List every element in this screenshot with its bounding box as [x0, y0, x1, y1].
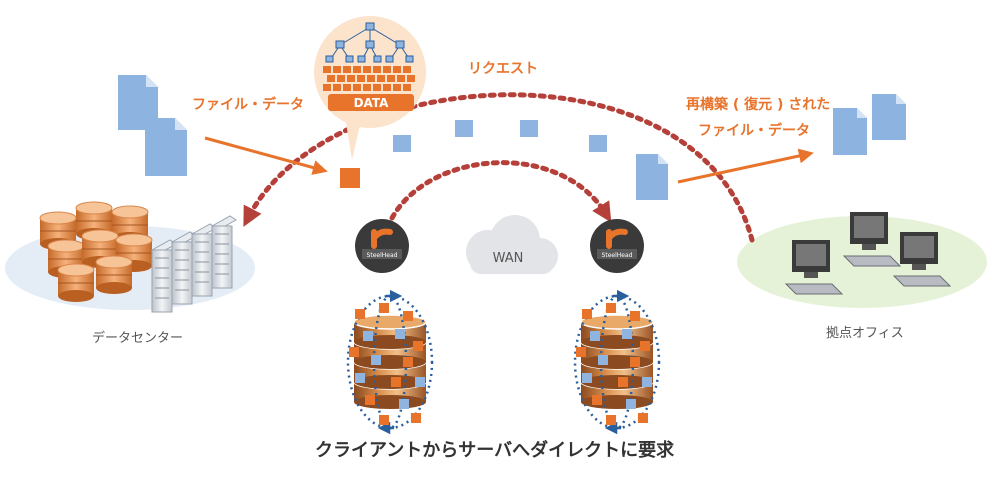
data-chunk — [371, 355, 381, 365]
branch-label: 拠点オフィス — [826, 326, 904, 341]
data-chunk — [399, 399, 409, 409]
document-icon — [145, 118, 187, 176]
data-chunk — [630, 311, 640, 321]
steelhead-left-label: SteelHead — [367, 252, 398, 259]
data-chunk — [411, 413, 421, 423]
grid-cell — [343, 84, 351, 91]
file-data-left-label: ファイル・データ — [192, 97, 304, 113]
data-chunk — [365, 395, 375, 405]
database-group — [39, 201, 153, 302]
data-store-icon — [573, 289, 661, 435]
data-chunk — [640, 341, 650, 351]
rebuilt-line1-label: 再構築 ( 復元 ) された — [686, 97, 831, 113]
data-chunk — [598, 355, 608, 365]
grid-cell — [383, 66, 391, 73]
document-icon — [118, 75, 158, 130]
grid-cell — [353, 84, 361, 91]
steelhead-right-label: SteelHead — [602, 252, 633, 259]
data-store-icon — [346, 289, 434, 435]
grid-cell — [373, 84, 381, 91]
document-icon — [872, 94, 906, 140]
request-label: リクエスト — [468, 61, 538, 77]
wan-label: WAN — [493, 251, 524, 266]
grid-cell — [353, 66, 361, 73]
data-chunk — [622, 329, 632, 339]
grid-cell — [397, 75, 405, 82]
data-chunk — [606, 415, 616, 425]
data-chunk — [638, 413, 648, 423]
grid-cell — [363, 84, 371, 91]
data-chunk — [606, 303, 616, 313]
grid-cell — [367, 75, 375, 82]
data-chunk — [403, 311, 413, 321]
data-grid — [323, 66, 415, 91]
grid-cell — [407, 75, 415, 82]
data-block — [520, 120, 538, 137]
grid-cell — [363, 66, 371, 73]
steelhead-arc — [389, 160, 612, 223]
data-tag-bg — [328, 94, 414, 111]
data-tag-label: DATA — [354, 96, 390, 110]
grid-cell — [333, 66, 341, 73]
data-chunk — [395, 329, 405, 339]
grid-cell — [393, 84, 401, 91]
grid-cell — [373, 66, 381, 73]
file-data-arrow-left — [204, 136, 328, 175]
data-block — [393, 135, 411, 152]
datacenter-label: データセンター — [92, 331, 184, 346]
grid-cell — [337, 75, 345, 82]
grid-cell — [323, 66, 331, 73]
data-block — [589, 135, 607, 152]
steelhead-logo-icon: SteelHead — [590, 219, 644, 273]
document-icon — [833, 108, 867, 155]
data-chunk — [355, 309, 365, 319]
data-chunk — [355, 373, 365, 383]
grid-cell — [323, 84, 331, 91]
data-chunk — [626, 399, 636, 409]
grid-cell — [343, 66, 351, 73]
data-chunk — [415, 377, 425, 387]
data-block — [455, 120, 473, 137]
grid-cell — [377, 75, 385, 82]
grid-cell — [403, 84, 411, 91]
grid-cell — [347, 75, 355, 82]
grid-cell — [357, 75, 365, 82]
grid-cell — [383, 84, 391, 91]
grid-cell — [403, 66, 411, 73]
data-chunk — [590, 331, 600, 341]
file-data-arrow-right — [677, 148, 814, 184]
data-callout: DATA — [314, 16, 426, 160]
data-chunk — [391, 377, 401, 387]
data-chunk — [363, 331, 373, 341]
diagram-caption: クライアントからサーバへダイレクトに要求 — [315, 440, 675, 461]
rebuilt-line2-label: ファイル・データ — [698, 123, 810, 139]
data-block-orange — [340, 168, 360, 188]
grid-cell — [387, 75, 395, 82]
hierarchy-tree-icon — [325, 22, 414, 63]
steelhead-logo-icon: SteelHead — [355, 219, 409, 273]
document-icon — [636, 154, 668, 200]
request-arc — [243, 92, 755, 243]
cloud-icon — [466, 215, 558, 274]
data-blocks — [393, 120, 607, 152]
grid-cell — [393, 66, 401, 73]
server-rack-icon — [151, 215, 237, 313]
computer-group — [784, 212, 952, 295]
data-chunk — [379, 415, 389, 425]
data-chunk — [349, 347, 359, 357]
data-chunk — [413, 341, 423, 351]
data-chunk — [379, 303, 389, 313]
grid-cell — [333, 84, 341, 91]
data-chunk — [403, 357, 413, 367]
data-chunk — [630, 357, 640, 367]
data-chunk — [582, 373, 592, 383]
grid-cell — [327, 75, 335, 82]
data-chunk — [642, 377, 652, 387]
data-chunk — [618, 377, 628, 387]
data-chunk — [576, 347, 586, 357]
data-chunk — [582, 309, 592, 319]
data-chunk — [592, 395, 602, 405]
